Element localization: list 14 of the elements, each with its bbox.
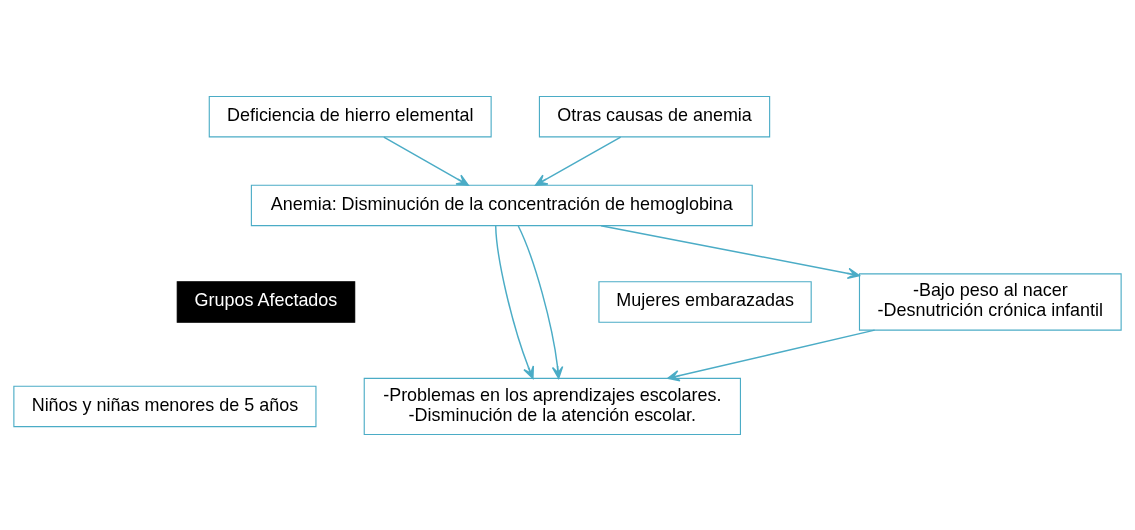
arrow <box>534 135 622 186</box>
arrow <box>494 224 535 379</box>
node-box: Niños y niñas menores de 5 años <box>13 385 317 427</box>
arrow <box>517 224 564 379</box>
node-box: Anemia: Disminución de la concentración de hemoglobina <box>250 184 753 226</box>
node-box: Deficiencia de hierro elemental <box>208 95 492 137</box>
node-box: Mujeres embarazadas <box>598 280 812 323</box>
arrow <box>383 135 469 186</box>
node-box: Otras causas de anemia <box>538 95 771 137</box>
arrow <box>600 224 861 279</box>
node-box: -Problemas en los aprendizajes escolares. -Disminución de la atención escolar. <box>363 377 741 435</box>
node-box: Grupos Afectados <box>176 280 356 323</box>
arrow <box>667 328 876 381</box>
node-box: -Bajo peso al nacer -Desnutrición crónica infantil <box>858 272 1122 331</box>
